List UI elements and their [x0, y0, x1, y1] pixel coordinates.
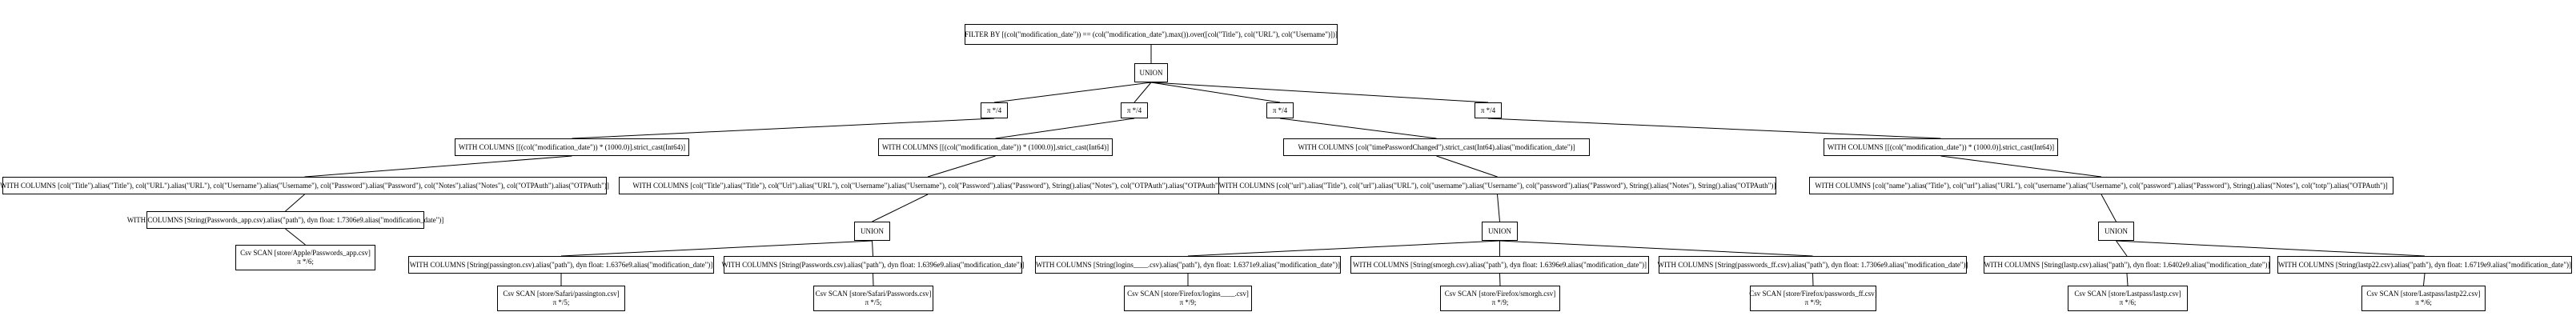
csv-scan-node: Csv SCAN [store/Safari/Passwords.csv]π *… — [813, 286, 933, 311]
with-columns-node: WITH COLUMNS [col("Title").alias("Title"… — [0, 177, 609, 194]
with-columns-node: WITH COLUMNS [[(col("modification_date")… — [1824, 138, 2058, 156]
edge-union0-anon1 — [993, 82, 1152, 103]
with-columns-node: WITH COLUMNS [[(col("modification_date")… — [878, 138, 1113, 156]
edge-wc_b1-wc_b2 — [927, 155, 996, 178]
with-columns-node: WITH COLUMNS [col("Title").alias("Title"… — [619, 177, 1237, 194]
edge-wc_c4-scan_c2 — [1499, 273, 1501, 286]
with-columns-node: WITH COLUMNS [[(col("modification_date")… — [455, 138, 689, 156]
with-columns-node: WITH COLUMNS [col("timePasswordChanged")… — [1283, 138, 1590, 156]
projection-node: π */4 — [1266, 102, 1294, 118]
edge-wc_a3-scan_a — [285, 228, 306, 246]
edge-anon4-wc_d1 — [1487, 118, 1941, 139]
csv-scan-node: Csv SCAN [store/Firefox/logins____.csv]π… — [1124, 286, 1252, 311]
csv-scan-node: Csv SCAN [store/Lastpass/lastp22.csv]π *… — [2361, 286, 2486, 311]
with-columns-node: WITH COLUMNS [col("name").alias("Title")… — [1809, 177, 2393, 194]
with-columns-node: WITH COLUMNS [String(passington.csv).ali… — [408, 256, 714, 274]
edge-wc_a1-wc_a2 — [304, 155, 572, 178]
edge-wc_c5-scan_c3 — [1812, 273, 1814, 286]
projection-node: π */4 — [981, 102, 1008, 118]
projection-node: π */4 — [1121, 102, 1148, 118]
edge-anon2-wc_b1 — [995, 118, 1135, 139]
edge-union_b-wc_b3 — [560, 240, 873, 257]
csv-scan-node: Csv SCAN [store/Safari/passington.csv]π … — [497, 286, 625, 311]
edge-wc_d2-union_d — [2101, 194, 2117, 222]
edge-union0-anon3 — [1150, 82, 1281, 103]
edge-wc_d1-wc_d2 — [1940, 155, 2102, 178]
csv-scan-node: Csv SCAN [store/Apple/Passwords_app.csv]… — [235, 245, 375, 270]
with-columns-node: WITH COLUMNS [String(Passwords_app.csv).… — [127, 211, 443, 229]
edge-wc_a2-wc_a3 — [285, 194, 305, 212]
edge-union_d-wc_d3 — [2116, 240, 2128, 257]
edge-anon1-wc_a1 — [572, 118, 995, 139]
projection-node: π */4 — [1475, 102, 1502, 118]
csv-scan-node: Csv SCAN [store/Firefox/passwords_ff.csv… — [1749, 286, 1877, 311]
with-columns-node: WITH COLUMNS [String(lastp.csv).alias("p… — [1984, 256, 2270, 274]
edge-union_c-wc_c5 — [1499, 240, 1813, 257]
csv-scan-node: Csv SCAN [store/Firefox/smorgh.csv]π */9… — [1440, 286, 1560, 311]
with-columns-node: WITH COLUMNS [String(Passwords.csv).alia… — [721, 256, 1025, 274]
union-node: UNION — [1482, 222, 1518, 241]
edge-union0-anon2 — [1134, 82, 1152, 103]
edge-wc_d4-scan_d2 — [2423, 273, 2426, 286]
edge-wc_c2-union_c — [1497, 194, 1500, 222]
with-columns-node: WITH COLUMNS [String(logins____.csv).ali… — [1035, 256, 1341, 274]
union-node: UNION — [854, 222, 890, 241]
with-columns-node: WITH COLUMNS [col("url").alias("Title"),… — [1218, 177, 1776, 194]
edge-wc_b4-scan_b2 — [873, 273, 874, 286]
edge-wc_b2-union_b — [872, 194, 929, 222]
with-columns-node: WITH COLUMNS [String(lastp22.csv).alias(… — [2277, 256, 2572, 274]
with-columns-node: WITH COLUMNS [String(passwords_ff.csv).a… — [1658, 256, 1968, 274]
edge-wc_d3-scan_d1 — [2126, 273, 2129, 286]
union-node: UNION — [2098, 222, 2134, 241]
edge-union0-anon4 — [1150, 82, 1489, 103]
edge-anon3-wc_c1 — [1279, 118, 1437, 139]
filter-node: FILTER BY [(col("modification_date")) ==… — [965, 24, 1338, 45]
edge-union_c-wc_c3 — [1187, 240, 1500, 257]
edge-wc_c1-wc_c2 — [1436, 155, 1498, 178]
csv-scan-node: Csv SCAN [store/Lastpass/lastp.csv]π */6… — [2068, 286, 2188, 311]
edge-union_d-wc_d4 — [2116, 240, 2426, 257]
with-columns-node: WITH COLUMNS [String(smorgh.csv).alias("… — [1350, 256, 1649, 274]
union-node-root: UNION — [1134, 63, 1168, 82]
